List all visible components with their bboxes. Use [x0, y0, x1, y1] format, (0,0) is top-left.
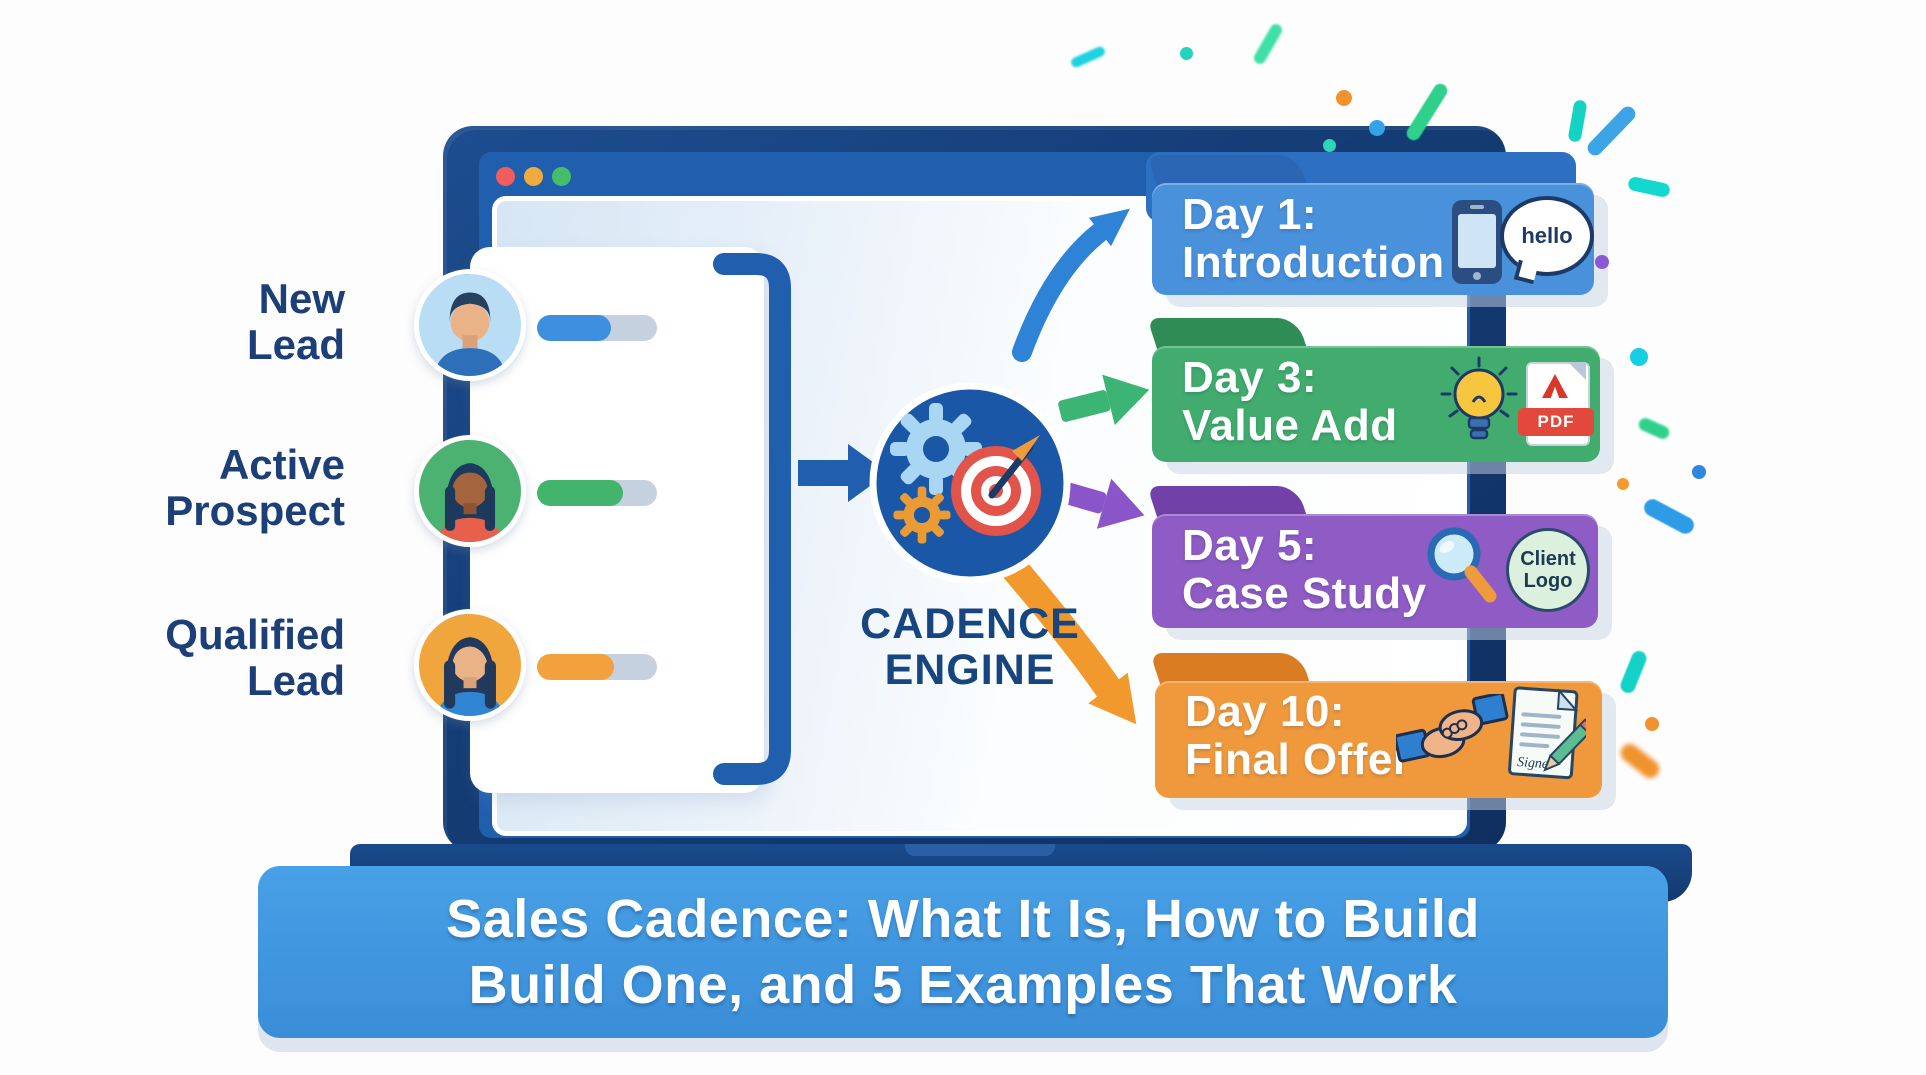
- signature-text: Signe: [1517, 755, 1549, 772]
- confetti-dot: [1617, 478, 1629, 490]
- progress-fill: [537, 315, 612, 341]
- smartphone-icon: [1452, 200, 1502, 284]
- cadence-engine-icon: [869, 382, 1071, 584]
- confetti-dot: [1323, 139, 1336, 152]
- label-line: Prospect: [165, 487, 345, 534]
- pdf-file-icon: PDF: [1518, 362, 1594, 448]
- confetti-streak: [1636, 416, 1672, 441]
- client-logo-badge: Client Logo: [1506, 528, 1590, 612]
- folder-title-line: Value Add: [1182, 401, 1398, 450]
- confetti-dot: [1180, 47, 1193, 60]
- person-icon: [419, 440, 521, 542]
- label-line: Active: [218, 441, 345, 488]
- folder-day3-value-add: [1152, 346, 1600, 462]
- handshake-icon: [1396, 694, 1509, 763]
- folder-title-line: Day 10:: [1185, 687, 1346, 736]
- progress-bar-new-lead: [537, 315, 657, 341]
- avatar-new-lead: [414, 269, 526, 381]
- confetti-streak: [1584, 103, 1639, 159]
- gear-icon: [890, 403, 982, 495]
- confetti-dot: [1336, 90, 1352, 106]
- confetti-dot: [1369, 120, 1385, 136]
- traffic-light-yellow-icon: [524, 167, 543, 186]
- gear-icon: [893, 486, 951, 544]
- confetti-dot: [1692, 465, 1706, 479]
- progress-fill: [537, 480, 624, 506]
- confetti-streak: [1251, 21, 1285, 67]
- folder-title-line: Introduction: [1182, 238, 1445, 287]
- label-line: Qualified: [165, 611, 345, 658]
- folder-title-line: Final Offer: [1185, 735, 1411, 784]
- progress-bar-active-prospect: [537, 480, 657, 506]
- confetti-dot: [1645, 717, 1659, 731]
- pdf-label: PDF: [1518, 408, 1594, 436]
- target-icon: [951, 435, 1041, 536]
- page-title-line1: Sales Cadence: What It Is, How to Build: [446, 889, 1480, 949]
- label-line: Lead: [246, 657, 345, 704]
- folder-title-day3: Day 3: Value Add: [1182, 354, 1398, 450]
- folder-title-line: Day 3:: [1182, 353, 1318, 402]
- lead-stage-label-active-prospect: Active Prospect: [115, 442, 345, 534]
- page-title-line2: Build One, and 5 Examples That Work: [468, 955, 1458, 1015]
- confetti-dot: [1595, 255, 1609, 269]
- folder-title-day1: Day 1: Introduction: [1182, 191, 1445, 287]
- laptop-base-notch: [905, 844, 1055, 856]
- folder-title-line: Day 5:: [1182, 521, 1318, 570]
- folder-title-day5: Day 5: Case Study: [1182, 522, 1427, 618]
- speech-bubble-icon: hello: [1500, 196, 1594, 285]
- confetti-streak: [1069, 45, 1107, 69]
- engine-label-line: CADENCE: [860, 600, 1080, 648]
- signed-document-icon: Signe: [1508, 686, 1586, 780]
- client-logo-line: Client: [1520, 548, 1576, 570]
- lead-stage-label-new-lead: New Lead: [115, 276, 345, 368]
- avatar-qualified-lead: [414, 609, 526, 721]
- confetti-streak: [1617, 740, 1663, 782]
- confetti-dot: [1630, 348, 1648, 366]
- progress-fill: [537, 654, 614, 680]
- client-logo-line: Logo: [1523, 570, 1573, 592]
- folder-title-line: Day 1:: [1182, 190, 1318, 239]
- engine-label-line: ENGINE: [884, 646, 1056, 694]
- folder-title-day10: Day 10: Final Offer: [1185, 688, 1411, 784]
- confetti-streak: [1627, 175, 1671, 199]
- lightbulb-icon: [1440, 356, 1518, 440]
- confetti-streak: [1618, 648, 1649, 696]
- confetti-streak: [1567, 99, 1588, 143]
- cadence-engine-label: CADENCE ENGINE: [845, 601, 1095, 693]
- speech-bubble-text: hello: [1521, 223, 1573, 248]
- traffic-light-red-icon: [496, 167, 515, 186]
- traffic-light-green-icon: [552, 167, 571, 186]
- label-line: Lead: [246, 321, 345, 368]
- progress-bar-qualified-lead: [537, 654, 657, 680]
- title-banner: Sales Cadence: What It Is, How to Build …: [258, 866, 1668, 1038]
- person-icon: [419, 274, 521, 376]
- avatar-active-prospect: [414, 435, 526, 547]
- lead-stage-label-qualified-lead: Qualified Lead: [115, 612, 345, 704]
- person-icon: [419, 614, 521, 716]
- confetti-streak: [1641, 496, 1697, 537]
- folder-title-line: Case Study: [1182, 569, 1427, 618]
- magnifier-icon: [1427, 527, 1497, 603]
- label-line: New: [258, 275, 345, 322]
